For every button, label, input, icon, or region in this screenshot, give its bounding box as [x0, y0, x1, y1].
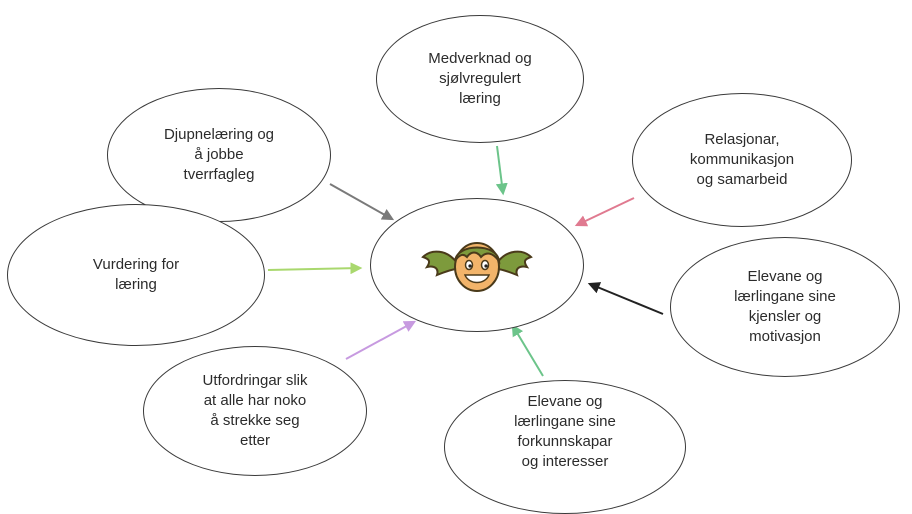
arrow-djupnelaering — [329, 183, 395, 221]
arrow-forkunnskapar — [511, 323, 544, 377]
arrow-medverknad — [495, 145, 508, 196]
arrow-vurdering — [267, 262, 363, 275]
smiling-girl-face-icon — [421, 242, 533, 292]
bubble-label: Elevane og lærlingane sine kjensler og m… — [734, 268, 836, 345]
bubble-label: Djupnelæring og å jobbe tverrfagleg — [163, 126, 275, 183]
bubble-label: Vurdering for læring — [92, 256, 180, 293]
bubble-label: Elevane og lærlingane sine forkunnskapar… — [514, 393, 616, 470]
center-circle — [370, 198, 584, 332]
arrow-utfordringar — [345, 320, 417, 360]
bubble-djupnelaering: Djupnelæring og å jobbe tverrfagleg — [107, 88, 331, 222]
bubble-relasjonar: Relasjonar, kommunikasjon og samarbeid — [632, 93, 852, 227]
bubble-forkunnskapar: Elevane og lærlingane sine forkunnskapar… — [444, 380, 686, 514]
bubble-vurdering: Vurdering for læring — [7, 204, 265, 346]
bubble-label: Medverknad og sjølvregulert læring — [428, 50, 532, 107]
arrow-layer — [267, 145, 664, 377]
bubble-label: Relasjonar, kommunikasjon og samarbeid — [689, 131, 795, 188]
bubble-kjensler: Elevane og lærlingane sine kjensler og m… — [670, 237, 900, 377]
arrow-relasjonar — [574, 197, 635, 227]
bubble-label: Utfordringar slik at alle har noko å str… — [202, 372, 308, 449]
bubble-medverknad: Medverknad og sjølvregulert læring — [376, 15, 584, 143]
diagram: Medverknad og sjølvregulert læring Djupn… — [7, 15, 900, 514]
bubble-utfordringar: Utfordringar slik at alle har noko å str… — [143, 346, 367, 476]
arrow-kjensler — [587, 282, 664, 315]
